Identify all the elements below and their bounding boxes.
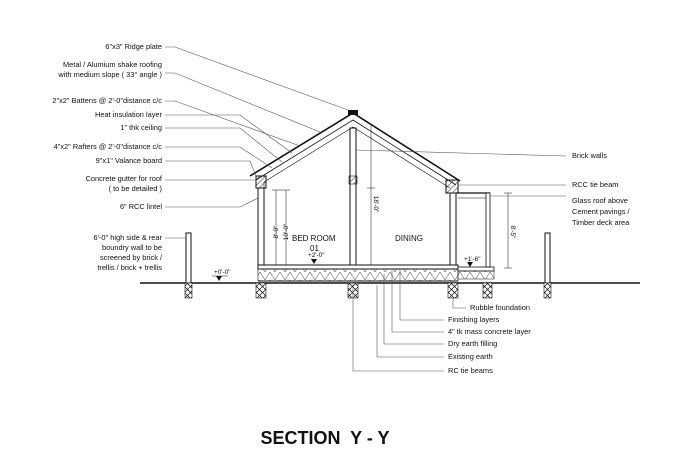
dim-left-wall: 8'-0" xyxy=(273,225,280,239)
roof xyxy=(249,110,461,189)
level-marker-deck: +1'-6" xyxy=(464,256,480,267)
footing-right xyxy=(447,282,459,299)
label-cement-pavings: Cement pavings / xyxy=(572,207,630,216)
left-wall xyxy=(255,175,267,266)
svg-text:+1'-6": +1'-6" xyxy=(464,256,480,263)
dim-right-glass: 8'-5" xyxy=(509,226,516,240)
label-mass-concrete: 4" tk mass concrete layer xyxy=(448,327,531,336)
room-label-dining: DINING xyxy=(395,234,423,243)
footing-deck xyxy=(482,282,493,299)
center-wall xyxy=(348,127,358,266)
label-roofing-line2: with medium slope ( 33° angle ) xyxy=(57,70,162,79)
right-wall xyxy=(445,179,459,266)
dim-center-height: 18'-0" xyxy=(372,196,379,213)
svg-text:+2'-0": +2'-0" xyxy=(308,252,324,259)
label-ridge-plate: 6"x3" Ridge plate xyxy=(105,42,162,51)
level-marker-floor: +2'-0" xyxy=(308,252,324,264)
label-boundary-wall-line3: screened by brick / xyxy=(100,253,163,262)
bottom-annotations: Rubble foundation Finishing layers 4" tk… xyxy=(352,268,531,375)
label-glass-roof: Glass roof above xyxy=(572,196,628,205)
label-brick-walls: Brick walls xyxy=(572,151,607,160)
footing-left xyxy=(255,282,267,299)
svg-text:+0'-0": +0'-0" xyxy=(214,269,230,276)
room-label-bedroom: BED ROOM xyxy=(292,234,336,243)
boundary-wall-left xyxy=(184,232,193,299)
left-annotations: 6"x3" Ridge plate Metal / Alumium shake … xyxy=(52,42,349,272)
label-gutter-line2: ( to be detailed ) xyxy=(109,184,162,193)
deck-slab xyxy=(457,266,495,280)
label-rafters: 4"x2" Rafters @ 2'-0"distance c/c xyxy=(54,142,163,151)
boundary-wall-right xyxy=(543,232,552,299)
right-annotations: Brick walls RCC tie beam Glass roof abov… xyxy=(355,149,630,227)
glass-roof-frame xyxy=(456,192,491,268)
label-rubble-foundation: Rubble foundation xyxy=(470,303,530,312)
label-battens: 2"x2" Battens @ 2'-0"distance c/c xyxy=(52,96,162,105)
label-roofing-line1: Metal / Alumium shake roofing xyxy=(63,60,162,69)
dim-left-wall-2: 10'-0" xyxy=(283,223,290,240)
label-existing-earth: Existing earth xyxy=(448,352,493,361)
label-boundary-wall-line1: 6'-0" high side & rear xyxy=(93,233,162,242)
drawing-title: SECTION Y - Y xyxy=(260,428,389,448)
label-finishing-layers: Finishing layers xyxy=(448,315,500,324)
label-ceiling: 1" thk ceiling xyxy=(120,123,162,132)
room-label-bedroom-number: 01 xyxy=(310,244,319,253)
label-boundary-wall-line4: trellis / brick + trellis xyxy=(97,263,162,272)
dimension-lines xyxy=(272,126,512,269)
label-boundary-wall-line2: boundry wall to be xyxy=(102,243,162,252)
label-heat-insulation: Heat insulation layer xyxy=(95,110,163,119)
label-valance-board: 9"x1" Valance board xyxy=(96,156,162,165)
floor-slab xyxy=(257,264,459,282)
label-gutter-line1: Concrete gutter for roof xyxy=(86,174,163,183)
level-marker-ground: +0'-0" xyxy=(212,269,230,281)
label-dry-earth: Dry earth filling xyxy=(448,339,497,348)
label-rc-tie-beams: RC tie beams xyxy=(448,366,493,375)
label-timber-deck: Timber deck area xyxy=(572,218,630,227)
label-rcc-tie-beam: RCC tie beam xyxy=(572,180,618,189)
label-rcc-lintel: 6" RCC lintel xyxy=(120,202,162,211)
